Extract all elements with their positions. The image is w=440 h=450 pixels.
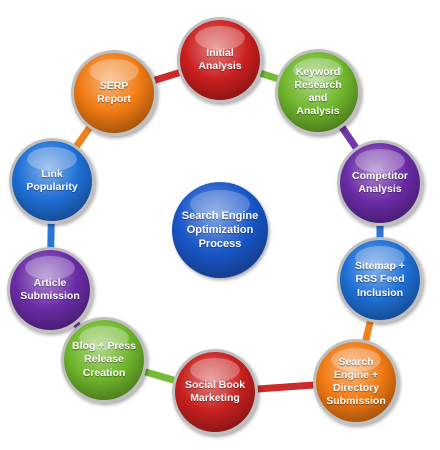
step-node-6 — [175, 352, 255, 432]
step-node-gloss-3 — [355, 149, 405, 173]
step-node-gloss-5 — [331, 348, 381, 372]
step-node-gloss-10 — [89, 59, 139, 83]
center-circle — [172, 182, 268, 278]
step-node-10 — [74, 53, 154, 133]
step-node-3 — [340, 143, 420, 223]
step-node-1 — [180, 20, 260, 100]
center-gloss — [190, 190, 250, 218]
step-nodes — [7, 17, 423, 435]
center-label: Search Engine Optimization Process — [181, 209, 259, 251]
step-node-gloss-8 — [25, 256, 75, 280]
step-node-gloss-4 — [355, 246, 405, 270]
step-node-8 — [10, 250, 90, 330]
step-node-gloss-6 — [190, 358, 240, 382]
step-node-5 — [316, 342, 396, 422]
step-node-gloss-7 — [79, 326, 129, 350]
step-node-4 — [340, 240, 420, 320]
center-node — [172, 182, 268, 278]
step-node-9 — [12, 141, 92, 221]
step-node-gloss-9 — [27, 147, 77, 171]
step-node-2 — [278, 52, 358, 132]
step-node-7 — [64, 320, 144, 400]
step-node-gloss-2 — [293, 58, 343, 82]
step-node-gloss-1 — [195, 26, 245, 50]
